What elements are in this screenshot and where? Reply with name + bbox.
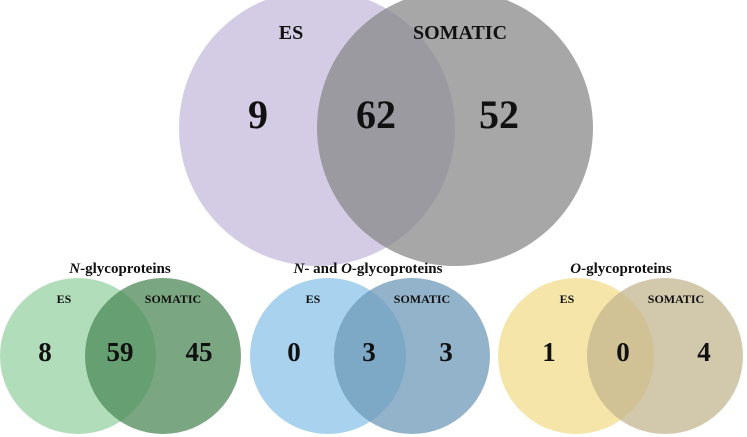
- sub-venn-es-label: ES: [560, 292, 575, 306]
- sub-venn-somatic-circle: [85, 278, 241, 434]
- sub-venn-o-glycoproteins: O-glycoproteins ES SOMATIC 1 0 4: [498, 261, 743, 434]
- sub-venn-es-label: ES: [57, 292, 72, 306]
- main-venn-es-only-count: 9: [248, 92, 268, 137]
- sub-venn-title-rest: -glycoproteins: [80, 261, 171, 277]
- sub-venn-title-italic-2: O: [341, 261, 352, 277]
- sub-venn-es-label: ES: [306, 292, 321, 306]
- sub-venn-es-only-count: 8: [38, 337, 52, 367]
- sub-venn-n-and-o-glycoproteins: N- and O-glycoproteins ES SOMATIC 0 3 3: [250, 261, 490, 434]
- sub-venn-overlap-count: 3: [362, 337, 376, 367]
- sub-venn-title: N-glycoproteins: [68, 261, 171, 277]
- sub-venn-somatic-circle: [587, 278, 743, 434]
- sub-venn-somatic-only-count: 4: [697, 337, 711, 367]
- sub-venn-title-rest: -glycoproteins: [352, 261, 443, 277]
- sub-venn-overlap-count: 59: [107, 337, 134, 367]
- sub-venn-title: N- and O-glycoproteins: [293, 261, 443, 277]
- main-venn-overlap-count: 62: [356, 92, 396, 137]
- sub-venn-title-italic: N: [68, 261, 81, 277]
- sub-venn-title-middle: - and: [304, 261, 341, 277]
- sub-venn-n-glycoproteins: N-glycoproteins ES SOMATIC 8 59 45: [0, 261, 241, 434]
- sub-venn-somatic-circle: [334, 278, 490, 434]
- sub-venn-somatic-only-count: 45: [186, 337, 213, 367]
- main-venn: ES SOMATIC 9 62 52: [179, 0, 593, 266]
- sub-venn-title: O-glycoproteins: [570, 261, 672, 277]
- sub-venn-somatic-label: SOMATIC: [648, 292, 704, 306]
- sub-venn-overlap-count: 0: [616, 337, 630, 367]
- sub-venn-title-rest: -glycoproteins: [581, 261, 672, 277]
- sub-venn-somatic-label: SOMATIC: [145, 292, 201, 306]
- sub-venn-es-only-count: 0: [287, 337, 301, 367]
- sub-venn-es-only-count: 1: [542, 337, 556, 367]
- sub-venn-title-italic: N: [293, 261, 306, 277]
- main-venn-somatic-circle: [317, 0, 593, 266]
- sub-venn-somatic-only-count: 3: [439, 337, 453, 367]
- main-venn-somatic-only-count: 52: [479, 92, 519, 137]
- sub-venn-somatic-label: SOMATIC: [394, 292, 450, 306]
- sub-venn-title-italic: O: [570, 261, 581, 277]
- main-venn-es-label: ES: [279, 22, 303, 44]
- main-venn-somatic-label: SOMATIC: [413, 22, 507, 44]
